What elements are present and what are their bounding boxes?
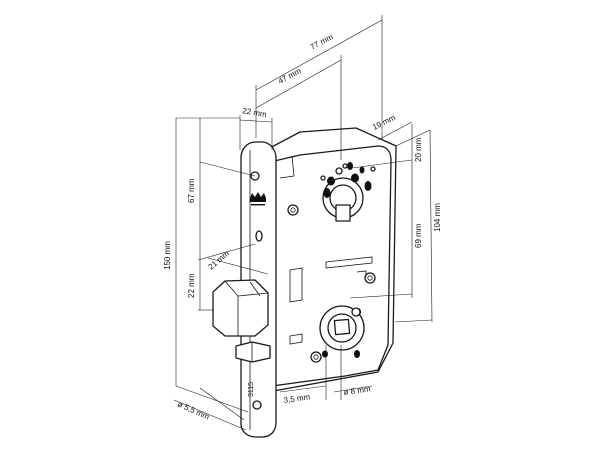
dim-150-label: 150 mm xyxy=(163,241,172,270)
case-slots xyxy=(289,256,373,345)
crown-logo-icon xyxy=(250,192,266,206)
faceplate-screw-hole-bottom xyxy=(252,400,262,410)
dimension-lines xyxy=(173,15,433,431)
dim-77-label: 77 mm xyxy=(309,32,335,52)
case-screw-lower xyxy=(310,351,322,363)
case-screw-upper xyxy=(287,204,299,216)
cylinder-hole xyxy=(320,162,376,222)
dim-104-label: 104 mm xyxy=(433,203,442,232)
dim-69-label: 69 mm xyxy=(414,223,423,248)
faceplate-slot xyxy=(255,230,263,242)
dim-20-label: 20 mm xyxy=(414,137,423,162)
dim-19-label: 19 mm xyxy=(371,113,397,132)
dim-47-label: 47 mm xyxy=(277,66,303,86)
follower-hub xyxy=(319,305,365,358)
dim-8-label: ø 8 mm xyxy=(343,384,371,397)
dim-67-label: 67 mm xyxy=(187,178,196,203)
auxiliary-latch xyxy=(235,341,271,363)
dim-22-left-label: 22 mm xyxy=(187,273,196,298)
dim-22-top-label: 22 mm xyxy=(242,106,268,119)
dim-5-5-label: ø 5,5 mm xyxy=(176,400,211,422)
dim-3-5-label: 3,5 mm xyxy=(283,392,311,405)
dim-21-label: 21 mm xyxy=(207,249,232,272)
case-screw-right xyxy=(364,272,376,284)
lock-case xyxy=(265,127,397,393)
model-number: 3115 xyxy=(248,382,255,397)
latch-bolt xyxy=(212,279,269,337)
